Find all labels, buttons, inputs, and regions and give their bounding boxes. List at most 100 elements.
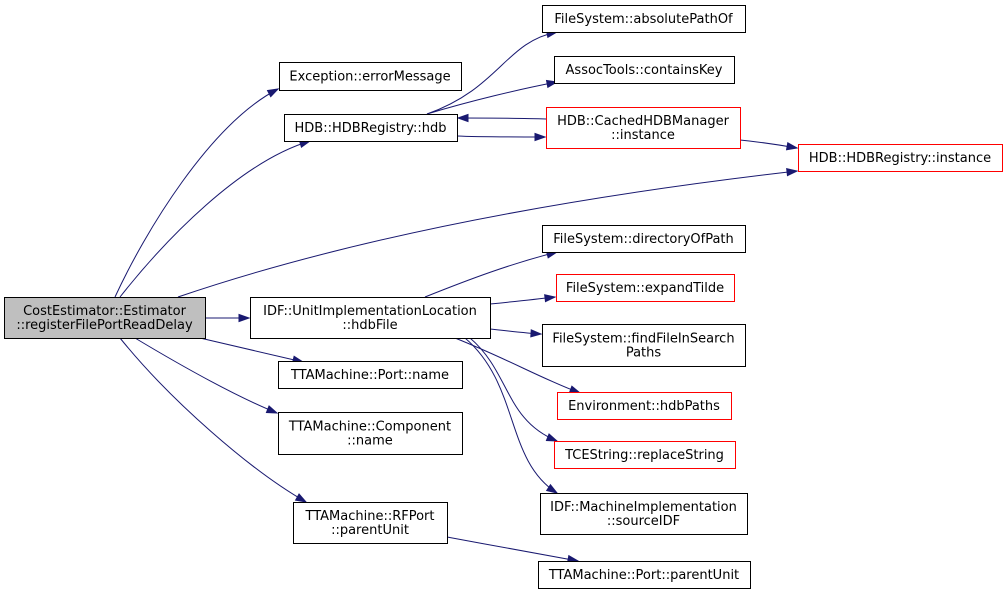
node-label: IDF::UnitImplementationLocation bbox=[263, 304, 477, 319]
node-label: FileSystem::expandTilde bbox=[566, 281, 724, 296]
node-box bbox=[250, 297, 491, 339]
node-expandTilde[interactable]: FileSystem::expandTilde bbox=[556, 274, 735, 302]
node-box bbox=[554, 441, 736, 469]
node-label: HDB::HDBRegistry::instance bbox=[809, 151, 991, 166]
arrowhead-icon bbox=[294, 493, 308, 503]
node-box bbox=[284, 114, 458, 142]
node-label: Environment::hdbPaths bbox=[568, 399, 720, 414]
edge-line bbox=[199, 337, 304, 363]
node-box bbox=[542, 5, 746, 33]
node-label: ::name bbox=[347, 434, 393, 449]
edges-layer bbox=[114, 29, 799, 564]
node-absolutePathOf[interactable]: FileSystem::absolutePathOf bbox=[542, 5, 746, 33]
edge-line bbox=[457, 117, 547, 120]
node-label: TTAMachine::Component bbox=[288, 420, 451, 435]
arrowhead-icon bbox=[545, 433, 559, 442]
edge-root-to-registryInstance bbox=[177, 168, 799, 298]
node-box bbox=[542, 225, 746, 253]
node-label: FileSystem::directoryOfPath bbox=[553, 232, 734, 247]
node-label: TCEString::replaceString bbox=[564, 448, 724, 463]
edge-root-to-hdbFile bbox=[205, 313, 251, 323]
node-label: FileSystem::findFileInSearch bbox=[552, 332, 734, 347]
node-box bbox=[4, 297, 206, 339]
edge-line bbox=[446, 536, 579, 562]
node-label: HDB::CachedHDBManager bbox=[557, 114, 729, 129]
edge-hdbRegistryHdb-to-containsKey bbox=[426, 79, 559, 115]
node-directoryOfPath[interactable]: FileSystem::directoryOfPath bbox=[542, 225, 746, 253]
arrowhead-icon bbox=[456, 113, 469, 123]
arrowhead-icon bbox=[545, 483, 559, 494]
edge-root-to-portName bbox=[199, 337, 305, 364]
edge-line bbox=[426, 81, 558, 115]
node-label: TTAMachine::Port::parentUnit bbox=[548, 568, 739, 583]
edge-root-to-hdbRegistryHdb bbox=[119, 139, 312, 298]
node-label: ::parentUnit bbox=[331, 523, 409, 538]
edge-line bbox=[114, 88, 279, 298]
node-hdbFile[interactable]: IDF::UnitImplementationLocation::hdbFile bbox=[250, 297, 491, 339]
edge-hdbFile-to-directoryOfPath bbox=[424, 250, 559, 298]
node-hdbPaths[interactable]: Environment::hdbPaths bbox=[557, 392, 732, 420]
node-box bbox=[279, 62, 462, 91]
arrowhead-icon bbox=[544, 294, 557, 303]
edge-cachedInstance-to-hdbRegistryHdb bbox=[456, 113, 547, 123]
arrowhead-icon bbox=[238, 313, 251, 323]
node-label: ::registerFilePortReadDelay bbox=[16, 318, 193, 333]
arrowhead-icon bbox=[530, 329, 543, 338]
node-label: HDB::HDBRegistry::hdb bbox=[295, 121, 447, 136]
node-errorMessage[interactable]: Exception::errorMessage bbox=[279, 62, 462, 91]
arrowhead-icon bbox=[266, 88, 280, 98]
node-label: CostEstimator::Estimator bbox=[23, 304, 187, 319]
node-box bbox=[542, 324, 746, 367]
node-label: ::hdbFile bbox=[342, 318, 397, 333]
node-box bbox=[556, 274, 735, 302]
node-portParentUnit[interactable]: TTAMachine::Port::parentUnit bbox=[538, 561, 751, 589]
edge-line bbox=[456, 135, 546, 138]
edge-root-to-rfPortParentUnit bbox=[119, 337, 308, 503]
node-rfPortParentUnit[interactable]: TTAMachine::RFPort::parentUnit bbox=[293, 502, 448, 544]
node-label: AssocTools::containsKey bbox=[566, 63, 723, 78]
node-label: IDF::MachineImplementation bbox=[550, 500, 737, 515]
node-portName[interactable]: TTAMachine::Port::name bbox=[278, 361, 463, 389]
node-label: ::instance bbox=[611, 128, 675, 143]
edge-cachedInstance-to-registryInstance bbox=[739, 139, 799, 151]
edge-line bbox=[426, 31, 558, 115]
edge-hdbFile-to-expandTilde bbox=[489, 294, 557, 305]
node-replaceString[interactable]: TCEString::replaceString bbox=[554, 441, 736, 469]
node-containsKey[interactable]: AssocTools::containsKey bbox=[554, 56, 735, 84]
node-box bbox=[538, 561, 751, 589]
node-box bbox=[278, 412, 463, 455]
edge-line bbox=[464, 337, 558, 494]
arrowhead-icon bbox=[568, 385, 582, 394]
node-label: TTAMachine::RFPort bbox=[305, 509, 435, 524]
edge-hdbFile-to-sourceIDF bbox=[464, 337, 559, 494]
node-registryInstance[interactable]: HDB::HDBRegistry::instance bbox=[798, 144, 1003, 172]
edge-hdbFile-to-replaceString bbox=[469, 337, 559, 442]
edge-line bbox=[119, 140, 311, 298]
node-hdbRegistryHdb[interactable]: HDB::HDBRegistry::hdb bbox=[284, 114, 458, 142]
edge-root-to-componentName bbox=[134, 337, 279, 414]
edge-line bbox=[469, 337, 558, 442]
node-label: Exception::errorMessage bbox=[289, 70, 450, 85]
nodes-layer: CostEstimator::Estimator::registerFilePo… bbox=[4, 5, 1003, 589]
arrowhead-icon bbox=[785, 142, 799, 151]
node-label: Paths bbox=[626, 346, 662, 361]
edge-line bbox=[134, 337, 278, 414]
node-box bbox=[540, 493, 748, 535]
node-box bbox=[293, 502, 448, 544]
edge-rfPortParentUnit-to-portParentUnit bbox=[446, 536, 580, 564]
node-label: ::sourceIDF bbox=[607, 514, 680, 529]
node-componentName[interactable]: TTAMachine::Component::name bbox=[278, 412, 463, 455]
node-box bbox=[278, 361, 463, 389]
arrowhead-icon bbox=[265, 405, 279, 414]
node-label: TTAMachine::Port::name bbox=[290, 368, 449, 383]
node-sourceIDF[interactable]: IDF::MachineImplementation::sourceIDF bbox=[540, 493, 748, 535]
arrowhead-icon bbox=[534, 132, 547, 142]
edge-line bbox=[119, 337, 307, 503]
edge-root-to-errorMessage bbox=[114, 88, 280, 298]
node-box bbox=[557, 392, 732, 420]
node-label: FileSystem::absolutePathOf bbox=[554, 12, 733, 27]
node-root[interactable]: CostEstimator::Estimator::registerFilePo… bbox=[4, 297, 206, 339]
edge-line bbox=[177, 170, 798, 298]
node-cachedInstance[interactable]: HDB::CachedHDBManager::instance bbox=[546, 107, 741, 149]
